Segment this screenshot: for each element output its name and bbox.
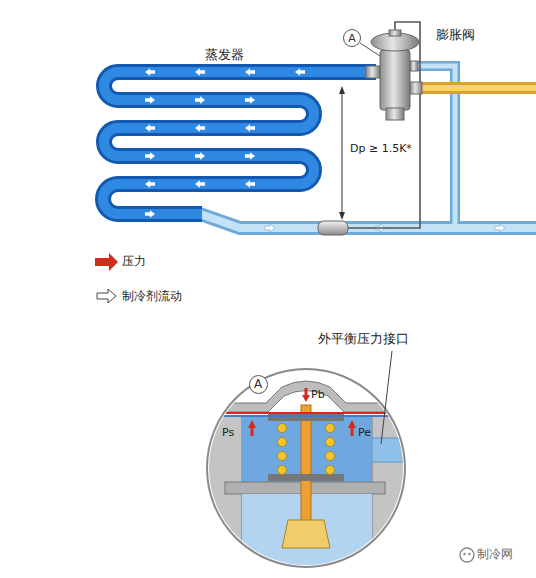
valve-cutaway: [200, 370, 417, 576]
flow-arrow: [145, 180, 155, 188]
flow-arrow: [245, 124, 255, 132]
sensing-bulb: [318, 221, 348, 235]
flow-arrow: [145, 68, 155, 76]
dp-dimension: [339, 86, 345, 220]
component-label: 膨胀阀: [436, 27, 475, 43]
flow-arrow: [295, 68, 305, 76]
flow-arrow: [245, 96, 255, 104]
component-label: 蒸发器: [205, 47, 244, 63]
flow-arrow: [195, 152, 205, 160]
flow-arrow: [245, 68, 255, 76]
spring-coil: [326, 438, 335, 447]
spring-coil: [326, 452, 335, 461]
leader-line: [360, 43, 380, 56]
callout-label: 外平衡压力接口: [318, 331, 409, 347]
spring-coils: [278, 424, 335, 475]
flow-arrow: [195, 68, 205, 76]
spring-coil: [278, 438, 287, 447]
flow-arrow: [195, 180, 205, 188]
flow-arrows: [145, 68, 505, 232]
flow-arrow: [145, 152, 155, 160]
flow-arrow: [245, 180, 255, 188]
evaporator-coil: [103, 72, 376, 214]
flow-arrow: [195, 124, 205, 132]
suction-line: [200, 214, 536, 228]
watermark: 制冷网: [477, 547, 513, 561]
pressure-label: Pb: [311, 388, 325, 401]
legend-pressure-arrow: [95, 253, 118, 271]
flow-arrow: [495, 224, 505, 232]
spring-coil: [278, 452, 287, 461]
leader-line: [381, 351, 392, 444]
flow-arrow: [195, 96, 205, 104]
pressure-arrows: [248, 388, 356, 436]
callout-letter: A: [348, 33, 356, 44]
dimension-label: Dp ≥ 1.5K*: [350, 142, 412, 155]
flow-arrow: [145, 96, 155, 104]
legend-text: 制冷剂流动: [122, 289, 182, 303]
flow-arrow: [245, 152, 255, 160]
flow-arrow: [265, 224, 275, 232]
pressure-label: Ps: [222, 426, 234, 439]
legend-flow-arrow: [97, 289, 116, 303]
flow-arrow: [145, 124, 155, 132]
legend-text: 压力: [122, 254, 146, 268]
liquid-line: [412, 88, 536, 89]
capillary-tube: [348, 22, 420, 228]
expansion-valve: [366, 30, 422, 120]
spring-coil: [326, 466, 335, 475]
spring-coil: [278, 424, 287, 433]
callout-circle: A: [343, 29, 361, 47]
callout-letter: A: [254, 378, 262, 390]
callout-circle: A: [249, 375, 268, 394]
pressure-label: Pe: [358, 426, 371, 439]
watermark-icon: [460, 548, 474, 562]
spring-coil: [278, 466, 287, 475]
spring-coil: [326, 424, 335, 433]
flow-arrow: [145, 210, 155, 218]
